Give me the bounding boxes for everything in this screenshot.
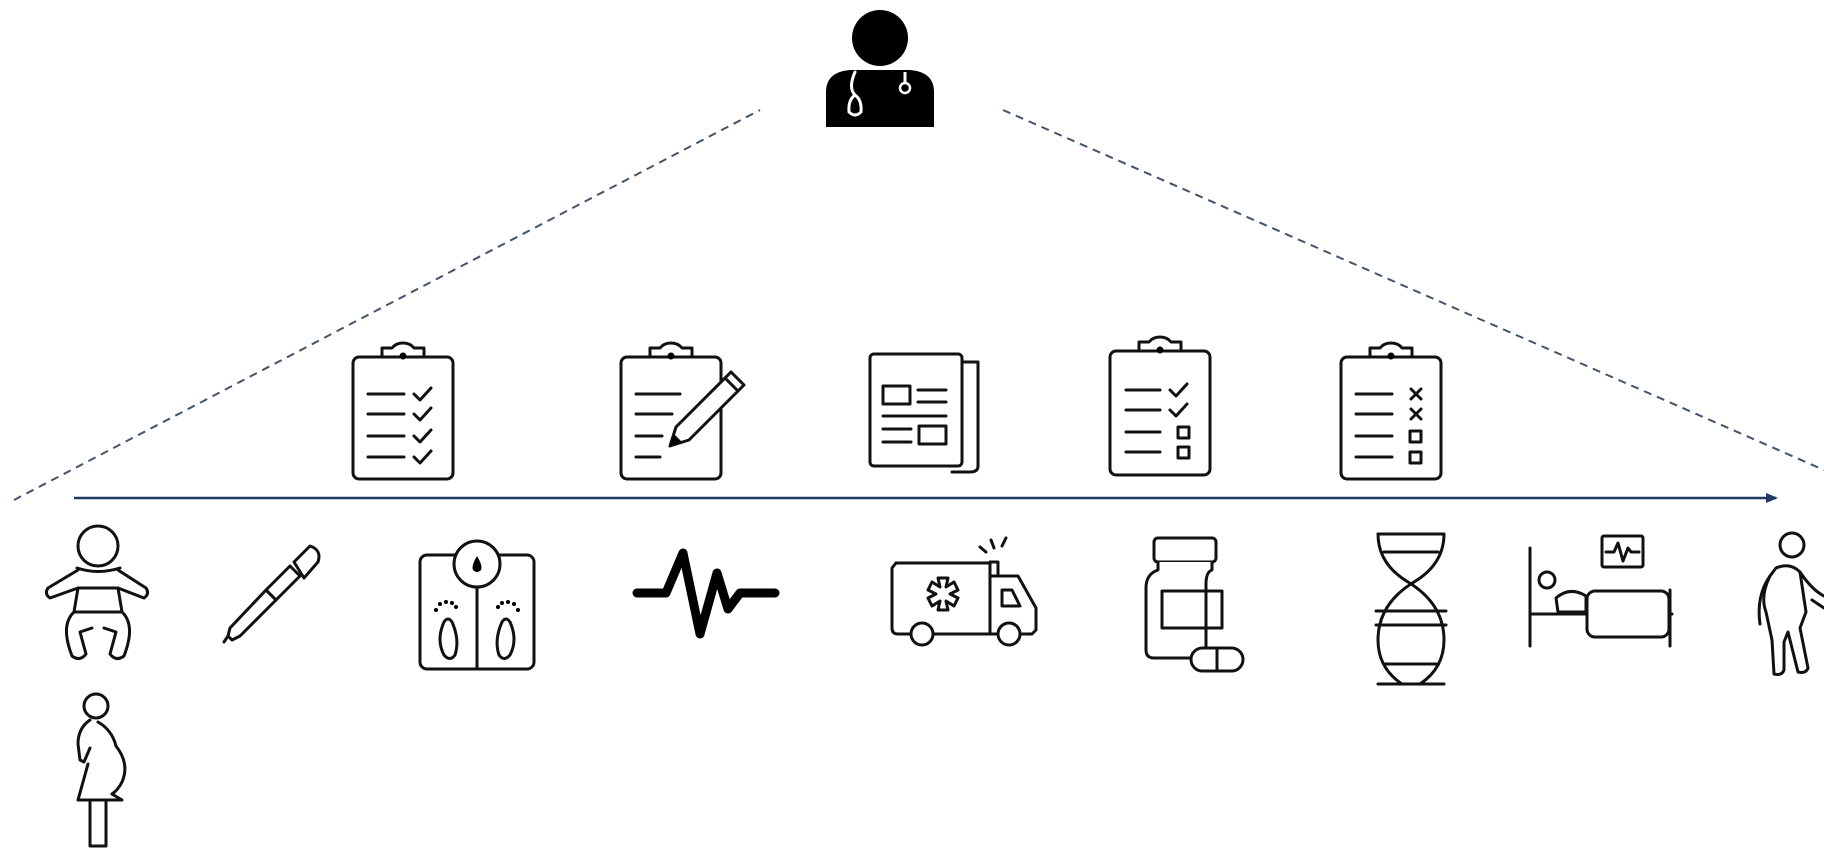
clipboard-checklist-icon: [351, 341, 455, 481]
heartbeat-icon: [632, 548, 780, 639]
clipboard-pencil-icon: [619, 341, 746, 481]
newspaper-icon: [868, 352, 980, 474]
dropper-icon: [222, 544, 321, 644]
scale-icon: [418, 539, 536, 671]
clipboard-crossed-checklist-icon: [1339, 341, 1443, 481]
right-guide-line: [1002, 109, 1824, 471]
doctor-icon: [826, 10, 934, 127]
hospital-bed-icon: [1528, 534, 1674, 648]
ambulance-icon: [890, 536, 1038, 647]
elderly-person-icon: [1757, 531, 1824, 676]
baby-icon: [44, 524, 150, 661]
medicine-bottle-icon: [1144, 536, 1245, 673]
pregnant-woman-icon: [76, 692, 127, 848]
clipboard-partial-checklist-icon: [1108, 335, 1212, 477]
left-guide-line: [13, 109, 761, 501]
dna-icon: [1374, 532, 1448, 686]
